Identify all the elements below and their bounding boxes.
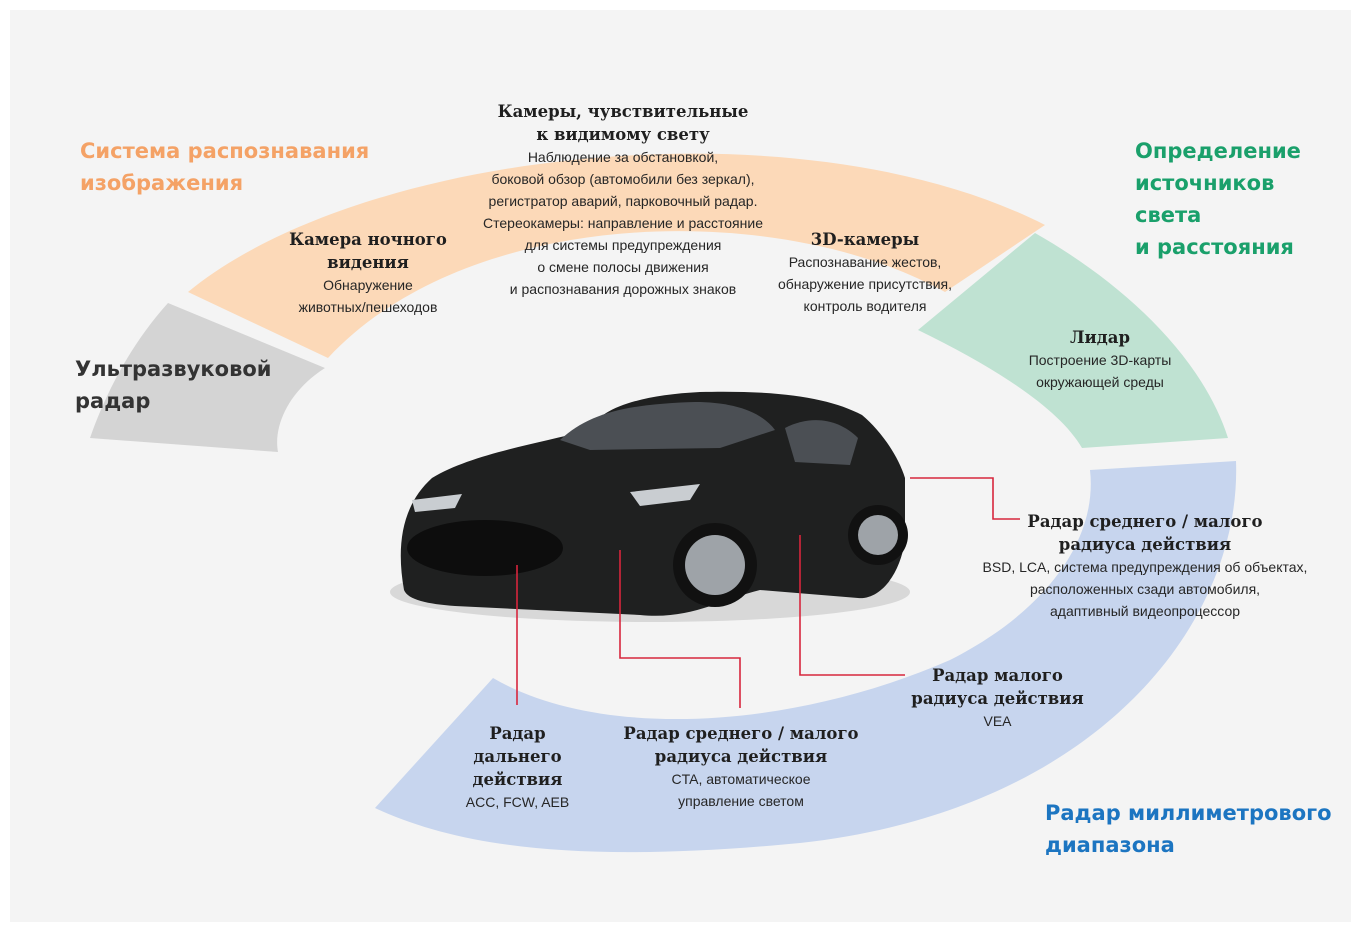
leader-line-mid-radar-front xyxy=(619,550,741,708)
front-wheel-rim xyxy=(685,535,745,595)
sensor-title: Камера ночного видения xyxy=(289,230,447,272)
sensor-long-range-radar: Радар дальнего действия ACC, FCW, AEB xyxy=(450,722,585,813)
sensor-mid-short-radar-front: Радар среднего / малого радиуса действия… xyxy=(605,722,877,812)
band-mmwave-radar xyxy=(375,461,1237,853)
car-windshield xyxy=(560,402,775,450)
sensor-title: Лидар xyxy=(1069,328,1131,347)
sensor-title: Радар среднего / малого радиуса действия xyxy=(623,724,859,766)
category-ultrasonic-radar: Ультразвуковой радар xyxy=(75,357,272,413)
sensor-description: CTA, автоматическое управление светом xyxy=(671,771,811,809)
sensor-title: Камеры, чувствительные к видимому свету xyxy=(497,102,749,144)
sensor-3d-cameras: 3D-камеры Распознавание жестов, обнаруже… xyxy=(760,228,970,317)
sensor-mid-short-radar-side: Радар среднего / малого радиуса действия… xyxy=(965,510,1325,622)
sensor-title: Радар малого радиуса действия xyxy=(911,666,1084,708)
sensor-description: ACC, FCW, AEB xyxy=(465,794,570,810)
car-illustration xyxy=(390,391,910,622)
sensor-title: 3D-камеры xyxy=(810,230,920,249)
band-lidar xyxy=(918,233,1228,448)
leader-line-short-radar xyxy=(799,535,905,676)
band-image-recognition xyxy=(188,153,1045,358)
category-mmwave-radar: Радар миллиметрового диапазона xyxy=(1045,801,1332,857)
sensor-title: Радар среднего / малого радиуса действия xyxy=(1027,512,1263,554)
car-grille xyxy=(407,520,563,576)
sensor-description: Наблюдение за обстановкой, боковой обзор… xyxy=(483,149,763,297)
category-light-distance: Определение источников света и расстояни… xyxy=(1135,139,1301,259)
sensor-description: Распознавание жестов, обнаружение присут… xyxy=(777,254,953,314)
leader-line-mid-radar-side xyxy=(910,477,1020,520)
sensor-short-radar: Радар малого радиуса действия VEA xyxy=(890,664,1105,732)
sensor-visible-light-cameras: Камеры, чувствительные к видимому свету … xyxy=(463,100,783,300)
rear-wheel-rim xyxy=(858,515,898,555)
sensor-night-vision-camera: Камера ночного видения Обнаружение живот… xyxy=(268,228,468,318)
category-image-recognition: Система распознавания изображения xyxy=(80,139,370,195)
band-ultrasonic xyxy=(90,303,325,452)
sensor-description: BSD, LCA, система предупреждения об объе… xyxy=(982,559,1308,619)
car-headlight-left xyxy=(412,494,462,512)
car-side-window xyxy=(785,420,858,465)
sensor-description: Построение 3D-карты окружающей среды xyxy=(1028,352,1172,390)
car-headlight-right xyxy=(630,484,700,506)
sensor-title: Радар дальнего действия xyxy=(472,724,563,789)
sensor-description: Обнаружение животных/пешеходов xyxy=(298,277,438,315)
sensor-description: VEA xyxy=(983,713,1012,729)
sensor-lidar: Лидар Построение 3D-карты окружающей сре… xyxy=(1010,326,1190,393)
